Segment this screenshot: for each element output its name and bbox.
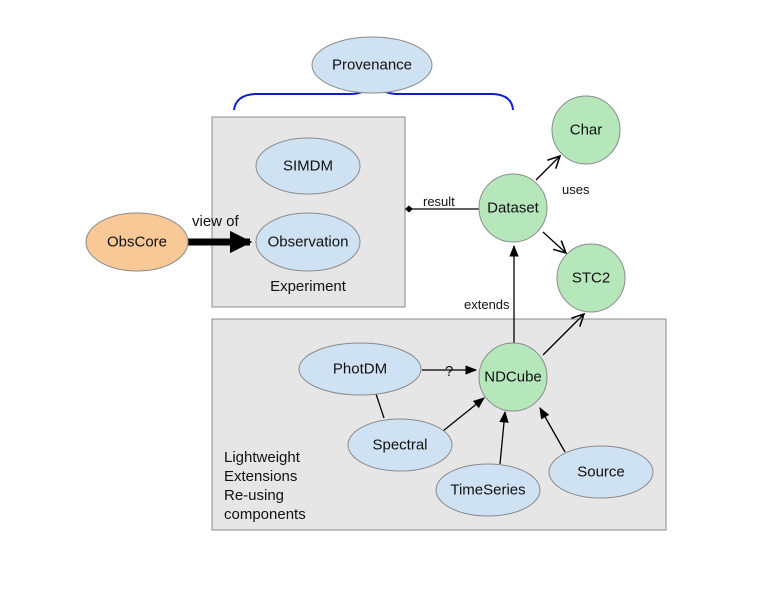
- node-timeseries[interactable]: TimeSeries: [435, 463, 541, 517]
- node-timeseries-label: TimeSeries: [450, 482, 525, 499]
- edge-photdm-spectral: [375, 393, 385, 419]
- node-spectral[interactable]: Spectral: [347, 418, 453, 472]
- node-photdm-label: PhotDM: [333, 361, 387, 378]
- edge-timeseries-ndcube: [499, 410, 509, 465]
- edge-ndcube-stc2: [542, 314, 584, 356]
- node-dataset-label: Dataset: [487, 200, 540, 217]
- node-stc2[interactable]: STC2: [556, 243, 626, 313]
- node-char[interactable]: Char: [551, 95, 621, 165]
- node-observation-label: Observation: [268, 234, 349, 251]
- edge-uses-char: [535, 156, 560, 181]
- edge-label-result: result: [423, 194, 455, 209]
- node-spectral-label: Spectral: [372, 437, 427, 454]
- result-diamond-icon: [405, 205, 413, 213]
- node-stc2-label: STC2: [572, 270, 610, 287]
- node-dataset[interactable]: Dataset: [478, 173, 548, 243]
- lightweight-label-line-2: Extensions: [224, 468, 297, 485]
- experiment-label: Experiment: [270, 278, 347, 295]
- node-source[interactable]: Source: [548, 445, 654, 499]
- edge-source-ndcube: [539, 406, 566, 453]
- edge-label-view-of: view of: [192, 213, 240, 230]
- edge-label-extends: extends: [464, 297, 510, 312]
- node-photdm[interactable]: PhotDM: [298, 342, 422, 396]
- node-simdm-label: SIMDM: [283, 158, 333, 175]
- edge-uses-stc2: [542, 231, 566, 253]
- lightweight-label-line-4: components: [224, 506, 306, 523]
- node-observation[interactable]: Observation: [255, 212, 361, 272]
- lightweight-label-line-1: Lightweight: [224, 449, 301, 466]
- edge-spectral-ndcube: [442, 397, 485, 432]
- node-simdm[interactable]: SIMDM: [255, 137, 361, 195]
- node-source-label: Source: [577, 464, 625, 481]
- node-ndcube[interactable]: NDCube: [478, 342, 548, 412]
- node-obscore[interactable]: ObsCore: [85, 212, 189, 272]
- edge-label-uses: uses: [562, 182, 590, 197]
- edges: view of result uses extends ?: [188, 156, 590, 465]
- node-provenance-label: Provenance: [332, 57, 412, 74]
- node-provenance[interactable]: Provenance: [311, 36, 433, 94]
- edge-label-question: ?: [445, 363, 453, 380]
- node-ndcube-label: NDCube: [484, 369, 542, 386]
- node-char-label: Char: [570, 122, 603, 139]
- node-obscore-label: ObsCore: [107, 234, 167, 251]
- lightweight-label-line-3: Re-using: [224, 487, 284, 504]
